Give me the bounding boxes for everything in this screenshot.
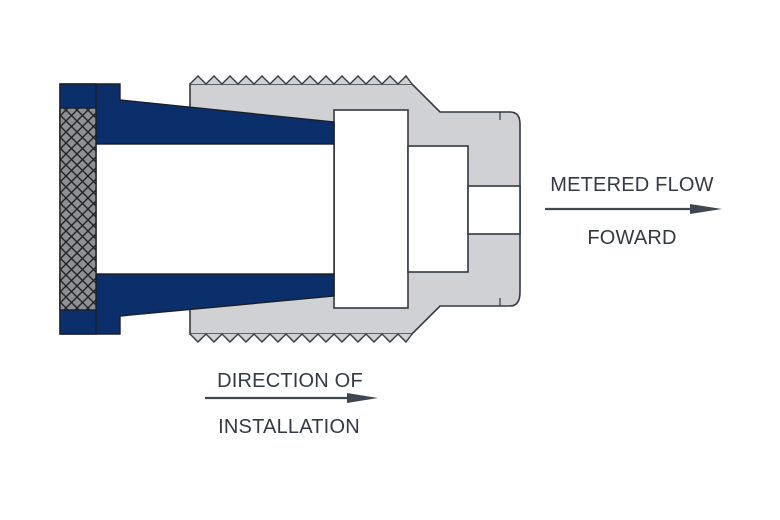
metered-flow-label: METERED FLOW	[550, 174, 714, 196]
housing-step-cavity	[407, 145, 469, 273]
install-arrow-head	[347, 393, 378, 403]
installation-label: INSTALLATION	[218, 416, 360, 438]
filter-screen	[59, 107, 97, 311]
outlet-orifice	[467, 185, 521, 235]
metered-flow-annotation: METERED FLOW FOWARD	[545, 174, 722, 249]
tapered-insert	[59, 83, 335, 335]
insert-flow-channel	[95, 143, 335, 275]
flow-arrow-head	[690, 204, 722, 214]
installation-direction-annotation: DIRECTION OF INSTALLATION	[205, 370, 378, 438]
housing-bore	[333, 109, 409, 309]
forward-label: FOWARD	[587, 227, 676, 249]
top-threads	[189, 74, 413, 85]
direction-of-label: DIRECTION OF	[217, 370, 363, 392]
bottom-threads	[189, 333, 413, 344]
